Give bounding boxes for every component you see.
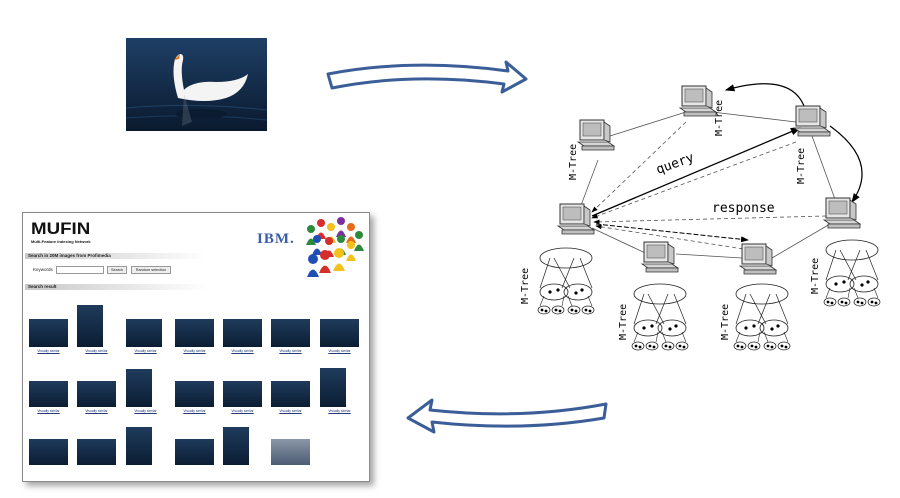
visually-similar-link[interactable]: Visually similar xyxy=(37,349,60,353)
random-selection-button[interactable]: Random selection xyxy=(131,266,171,274)
peer-computer-icon xyxy=(577,119,615,151)
result-thumbnail[interactable] xyxy=(77,305,103,347)
result-thumbnail[interactable] xyxy=(223,427,249,465)
visually-similar-link[interactable]: Visually similar xyxy=(328,349,351,353)
keywords-input[interactable] xyxy=(56,266,104,274)
visually-similar-link[interactable]: Visually similar xyxy=(85,409,108,413)
visually-similar-link[interactable]: Visually similar xyxy=(279,409,302,413)
result-thumbnail[interactable] xyxy=(271,439,310,465)
visually-similar-link[interactable]: Visually similar xyxy=(231,349,254,353)
p2p-network-diagram: query response M-Tree M-Tree M-Tree M-Tr… xyxy=(520,83,881,351)
mufin-subtitle: Multi-Feature Indexing Network xyxy=(31,239,91,244)
query-label: query xyxy=(654,150,696,178)
response-label: response xyxy=(712,201,775,216)
visually-similar-link[interactable]: Visually similar xyxy=(328,409,351,413)
visually-similar-link[interactable]: Visually similar xyxy=(231,409,254,413)
result-thumbnail[interactable] xyxy=(126,319,162,347)
result-thumbnail[interactable] xyxy=(223,381,262,407)
result-thumbnail[interactable] xyxy=(175,319,214,347)
result-thumbnail[interactable] xyxy=(77,381,116,407)
result-thumbnail[interactable] xyxy=(29,319,68,347)
mtree-structure xyxy=(631,283,689,351)
mtree-label: M-Tree xyxy=(568,144,579,180)
peer-computer-icon xyxy=(793,105,831,137)
visually-similar-link[interactable]: Visually similar xyxy=(37,409,60,413)
result-section-header: Search result xyxy=(25,284,208,290)
visually-similar-link[interactable]: Visually similar xyxy=(134,349,157,353)
search-button[interactable]: Search xyxy=(107,266,127,274)
mtree-label: M-Tree xyxy=(618,304,629,340)
search-section-header: Search in 20M images from Profimedia xyxy=(25,253,208,259)
result-thumbnail[interactable] xyxy=(29,381,68,407)
keywords-label: Keywords xyxy=(33,267,53,272)
result-thumbnail[interactable] xyxy=(223,319,262,347)
result-thumbnail[interactable] xyxy=(175,381,214,407)
visually-similar-link[interactable]: Visually similar xyxy=(183,409,206,413)
mtree-structure xyxy=(823,239,881,307)
people-figures-image xyxy=(306,217,364,277)
mufin-logo: MUFIN xyxy=(31,219,91,238)
mtree-structure xyxy=(537,247,595,315)
peer-computer-icon xyxy=(641,241,679,273)
peer-computer-icon xyxy=(823,197,861,229)
peer-computer-icon xyxy=(679,85,717,117)
mtree-label: M-Tree xyxy=(520,268,531,304)
mtree-structure xyxy=(733,283,791,351)
mtree-label: M-Tree xyxy=(720,304,731,340)
result-thumbnail[interactable] xyxy=(77,439,116,465)
visually-similar-link[interactable]: Visually similar xyxy=(85,349,108,353)
result-thumbnail[interactable] xyxy=(271,319,310,347)
query-swan-image xyxy=(126,38,267,131)
result-thumbnail[interactable] xyxy=(175,439,214,465)
result-thumbnail[interactable] xyxy=(29,439,68,465)
visually-similar-link[interactable]: Visually similar xyxy=(134,409,157,413)
visually-similar-link[interactable]: Visually similar xyxy=(183,349,206,353)
visually-similar-link[interactable]: Visually similar xyxy=(279,349,302,353)
result-thumbnail[interactable] xyxy=(320,368,346,407)
mufin-screenshot: MUFIN Multi-Feature Indexing Network IBM… xyxy=(22,212,370,482)
result-thumbnail[interactable] xyxy=(126,427,152,465)
mtree-label: M-Tree xyxy=(714,100,725,136)
peer-computer-icon xyxy=(739,243,777,275)
return-arrow-icon xyxy=(406,398,608,434)
ibm-logo: IBM. xyxy=(257,231,295,247)
result-thumbnail[interactable] xyxy=(271,381,310,407)
peer-computer-icon xyxy=(557,203,595,235)
mtree-label: M-Tree xyxy=(796,148,807,184)
mtree-label: M-Tree xyxy=(810,258,821,294)
forward-arrow-icon xyxy=(326,60,528,94)
result-thumbnail[interactable] xyxy=(126,369,152,407)
result-thumbnail[interactable] xyxy=(320,319,359,347)
